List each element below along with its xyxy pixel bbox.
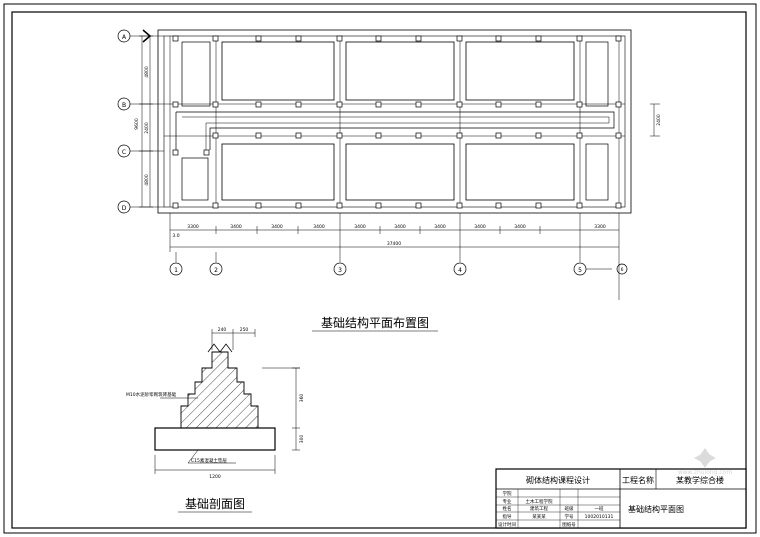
column-marks [172,35,622,209]
right-dimension: 2400 [650,103,662,137]
bottom-dim-3: 3400 [271,224,283,230]
label-masonry: M10水泥砂浆砌筑砖基础 [126,391,177,398]
concrete-cushion [154,427,276,451]
number-axes: 1 2 3 4 5 6 [169,252,628,300]
label-concrete: C15素混凝土垫层 [191,457,227,464]
bottom-dim-1: 3300 [187,224,199,230]
bottom-dim-5: 3400 [354,224,366,230]
axis-label-d: D [122,205,127,212]
wall-break-line [207,343,233,353]
watermark: www.zhulong.com [678,448,733,476]
axis-label-6: 6 [621,267,624,273]
axis-bubble-2 [209,262,223,276]
section-right-dim-2: 300 [299,435,305,444]
bottom-dimension-chain: 3300 3400 3400 3400 3400 3400 3400 3400 … [169,213,620,252]
bottom-dim-4: 3400 [313,224,325,230]
left-dimension-chain: 4800 9600 2400 4800 [134,35,153,208]
axis-label-b: B [122,102,126,109]
section-title: 基础剖面图 [185,497,245,511]
room-top-3 [345,41,455,101]
tb-row3-key2: 班级 [565,505,574,512]
left-dim-4: 4800 [144,174,150,186]
axis-bubble-d [117,200,131,214]
axis-bubble-b [117,97,131,111]
wall-lines [164,36,625,207]
watermark-text: www.zhulong.com [678,469,733,476]
title-block: 砌体结构课程设计 工程名称 某教学综合楼 基础结构平面图 学院 专业 土木工程学… [495,468,747,529]
room-bot-2 [221,143,335,201]
axis-bubble-1 [169,262,183,276]
room-bot-3 [345,143,455,201]
left-dim-2: 9600 [134,118,140,130]
brick-footing [180,351,259,429]
plan-inner-outline [163,35,626,208]
tb-row1-key: 学院 [503,490,512,497]
watermark-logo-icon [694,448,716,468]
tb-row3-val2: 一班 [595,505,604,512]
tb-row4-val: 某某某 [532,514,546,520]
room-bot-5 [585,143,609,201]
bottom-dim-2: 3400 [230,224,242,230]
bottom-dim-9: 3400 [514,224,526,230]
plan-outer-outline [157,29,632,214]
room-top-4 [465,41,575,101]
tb-row4-key2: 学号 [565,513,574,520]
axis-label-3: 3 [338,267,342,274]
tb-project-name: 某教学综合楼 [676,475,724,485]
left-dim-1: 4800 [144,66,150,78]
tb-project-label: 工程名称 [622,475,654,485]
foundation-section: 240 250 360 300 1200 M10水泥砂浆砌筑砖基础 C15素混凝… [126,327,305,513]
corner-label: 3.0 [172,233,179,239]
axis-bubble-6 [616,263,628,275]
tb-row4-key: 指导 [503,513,512,520]
axis-label-c: C [122,149,126,156]
tb-row3-key: 姓名 [503,505,512,512]
axis-label-1: 1 [174,267,178,274]
axis-bubble-5 [573,262,587,276]
corridor-band [175,111,615,150]
room-bot-4 [465,143,575,201]
sheet-border-inner [11,11,747,529]
bottom-dim-6: 3400 [394,224,406,230]
tb-row2-key: 专业 [503,498,512,505]
tb-row3-val: 建筑工程 [530,505,548,512]
tb-row5-key2: 图纸号 [562,521,576,528]
axis-label-4: 4 [458,267,462,274]
axis-bubble-c [117,144,131,158]
tb-row2-val: 土木工程学院 [526,498,553,505]
tb-drawing-name: 基础结构平面图 [628,504,684,514]
room-bot-1 [181,157,209,201]
sheet-border-outer [3,3,757,534]
plan-title: 基础结构平面布置图 [321,315,429,330]
axis-bubble-a [117,29,131,43]
left-dim-3: 2400 [144,122,150,134]
axis-bubble-4 [453,262,467,276]
axis-label-5: 5 [578,267,582,274]
tb-design-title: 砌体结构课程设计 [526,475,590,485]
axis-label-a: A [122,34,127,41]
axis-label-2: 2 [214,267,218,274]
room-top-1 [181,41,211,107]
right-dim: 2400 [656,114,662,126]
axis-bubble-3 [333,262,347,276]
section-right-dim-1: 360 [299,394,305,403]
room-top-2 [221,41,335,101]
room-top-5 [585,41,609,107]
corridor-band-inner [182,116,610,150]
bottom-dim-7: 3400 [434,224,446,230]
section-top-dim-1: 240 [218,327,227,333]
foundation-plan: A B C D 4800 9600 2400 4800 2400 [117,29,662,332]
section-bottom-dim: 1200 [209,474,221,480]
tb-row4-val2: 1002010131 [585,514,614,520]
bottom-dim-10: 3300 [594,224,606,230]
bottom-dim-8: 3400 [474,224,486,230]
letter-axes: A B C D [117,29,164,214]
bottom-dim-total: 37400 [387,241,401,247]
section-top-dim-2: 250 [240,327,249,333]
tb-row5-key: 设计时间 [498,521,516,528]
